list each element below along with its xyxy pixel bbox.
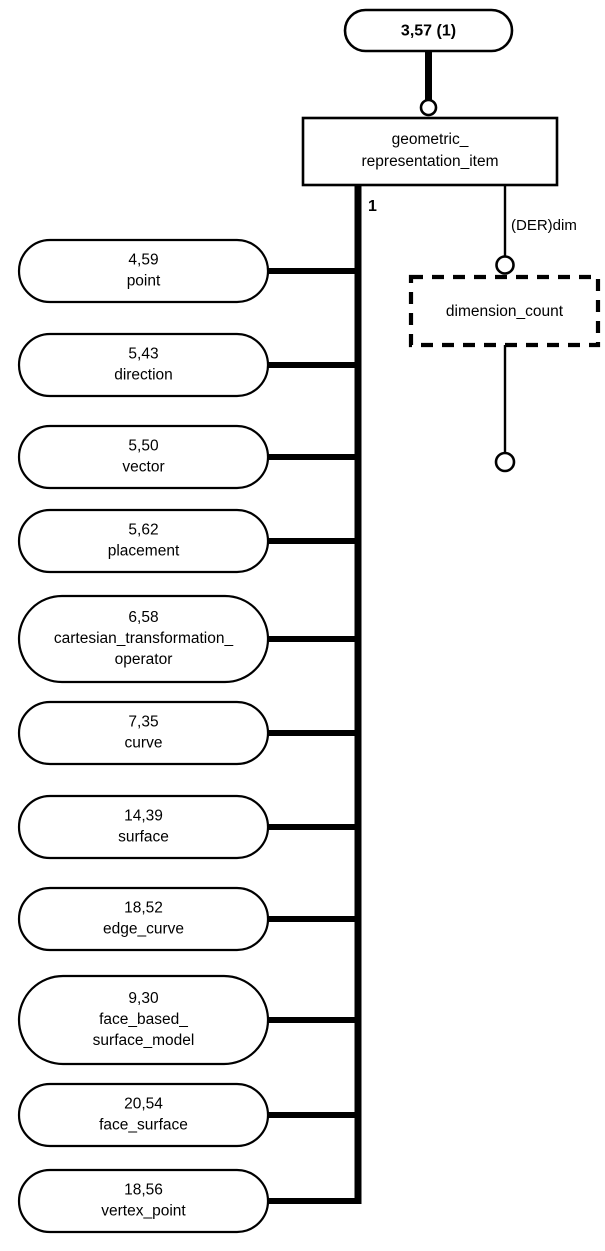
subtype-box xyxy=(17,1168,270,1234)
subtype-node[interactable]: 5,62 placement xyxy=(17,508,270,574)
derived-type-box xyxy=(408,274,601,348)
subtype-code-label: 9,30 xyxy=(128,990,159,1007)
subtype-name-label: edge_curve xyxy=(103,921,184,938)
subtype-node[interactable]: 4,59 point xyxy=(17,238,270,304)
subtype-code-label: 6,58 xyxy=(128,609,158,626)
subtype-name-label: point xyxy=(127,273,161,290)
subtype-node[interactable]: 18,52 edge_curve xyxy=(17,886,270,952)
derived-type-tail-circle xyxy=(494,451,516,473)
subtype-node[interactable]: 7,35 curve xyxy=(17,700,270,766)
subtype-node[interactable]: 5,43 direction xyxy=(17,332,270,398)
supertype-inheritance-circle xyxy=(419,98,438,117)
supertype-entity-box xyxy=(301,116,559,187)
subtype-box xyxy=(17,886,270,952)
subtype-box xyxy=(17,974,270,1066)
subtype-name-label: vector xyxy=(122,459,164,476)
subtype-box xyxy=(17,700,270,766)
page-reference-label: 3,57 (1) xyxy=(401,23,456,40)
supertype-entity-label-line1: geometric_ xyxy=(392,131,469,148)
supertype-entity-node[interactable]: geometric_ representation_item xyxy=(301,116,559,187)
cardinality-label: 1 xyxy=(368,198,377,215)
supertype-entity-label-line2: representation_item xyxy=(362,153,499,170)
subtype-code-label: 7,35 xyxy=(128,714,158,731)
subtype-name-label: curve xyxy=(125,735,163,752)
subtype-name-label: face_based_ xyxy=(99,1011,188,1028)
subtype-node-layer: 4,59 point 5,43 direction 5,50 vector 5,62 plac… xyxy=(17,238,362,1234)
subtype-code-label: 5,62 xyxy=(128,522,158,539)
subtype-code-label: 5,43 xyxy=(128,346,158,363)
subtype-box xyxy=(17,594,270,684)
subtype-name-label: surface xyxy=(118,829,169,846)
derived-type-label: dimension_count xyxy=(446,303,564,320)
subtype-node[interactable]: 5,50 vector xyxy=(17,424,270,490)
subtype-code-label: 14,39 xyxy=(124,808,163,825)
subtype-node[interactable]: 9,30 face_based_ surface_model xyxy=(17,974,270,1066)
subtype-name-label: cartesian_transformation_ xyxy=(54,630,234,647)
subtype-node[interactable]: 20,54 face_surface xyxy=(17,1082,270,1148)
subtype-name-label-2: operator xyxy=(115,651,173,668)
subtype-box xyxy=(17,424,270,490)
subtype-name-label: vertex_point xyxy=(101,1203,186,1220)
subtype-box xyxy=(17,508,270,574)
subtype-code-label: 4,59 xyxy=(128,252,158,269)
subtype-box xyxy=(17,1082,270,1148)
derived-attribute-circle xyxy=(495,255,515,275)
subtype-name-label: direction xyxy=(114,367,173,384)
page-reference-node[interactable]: 3,57 (1) xyxy=(343,8,514,53)
subtype-node[interactable]: 6,58 cartesian_transformation_ operator xyxy=(17,594,270,684)
subtype-box xyxy=(17,794,270,860)
subtype-code-label: 18,52 xyxy=(124,900,163,917)
subtype-name-label: face_surface xyxy=(99,1117,188,1134)
subtype-name-label-2: surface_model xyxy=(93,1032,195,1049)
subtype-code-label: 20,54 xyxy=(124,1096,163,1113)
subtype-name-label: placement xyxy=(108,543,180,560)
derived-attribute-label: (DER)dim xyxy=(511,217,577,234)
derived-type-node[interactable]: dimension_count xyxy=(408,274,601,348)
subtype-code-label: 18,56 xyxy=(124,1182,163,1199)
subtype-node[interactable]: 14,39 surface xyxy=(17,794,270,860)
subtype-node[interactable]: 18,56 vertex_point xyxy=(17,1168,270,1234)
subtype-box xyxy=(17,332,270,398)
subtype-code-label: 5,50 xyxy=(128,438,159,455)
subtype-box xyxy=(17,238,270,304)
